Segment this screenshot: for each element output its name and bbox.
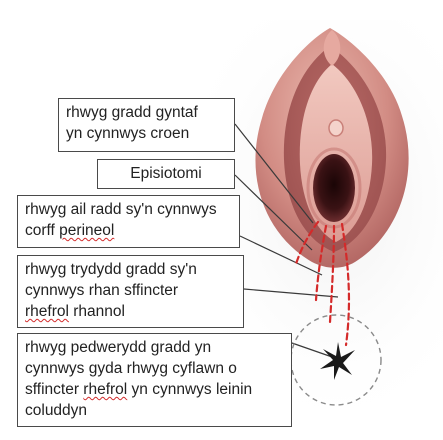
tear-line-third (328, 224, 336, 324)
second-degree-line-2-b: perineol (59, 222, 115, 239)
second-degree-line-2-a: corff (25, 222, 60, 239)
fourth-degree-line-2: cynnwys gyda rhwyg cyflawn o (25, 360, 237, 377)
label-first-degree-tear: rhwyg gradd gyntaf yn cynnwys croen (58, 98, 235, 152)
tear-line-episiotomy (294, 220, 320, 266)
leader-third-degree (243, 288, 339, 298)
leader-episiotomy (234, 174, 313, 251)
leader-lines (234, 123, 339, 359)
hood (323, 30, 341, 66)
label-second-degree-tear: rhwyg ail radd sy'n cynnwys corff perine… (17, 195, 240, 248)
fourth-degree-line-3: sffincter rhefrol yn cynnwys leinin (25, 379, 284, 400)
third-degree-line-1: rhwyg trydydd gradd sy'n (25, 261, 197, 278)
first-degree-line-2: yn cynnwys croen (66, 125, 190, 142)
anal-region-circle (290, 314, 382, 406)
anus-icon (320, 342, 355, 380)
fourth-degree-line-3-b: rhefrol (83, 381, 128, 398)
leader-fourth-degree (291, 342, 336, 359)
fourth-degree-line-4: coluddyn (25, 402, 88, 419)
vaginal-opening (313, 154, 355, 222)
label-episiotomy: Episiotomi (97, 159, 235, 189)
third-degree-line-3: rhefrol rhannol (25, 301, 236, 322)
tear-line-fourth (340, 222, 351, 347)
second-degree-line-1: rhwyg ail radd sy'n cynnwys (25, 201, 217, 218)
third-degree-line-3-a: rhefrol (25, 303, 69, 320)
first-degree-line-1: rhwyg gradd gyntaf (66, 104, 198, 121)
leader-first-degree (234, 123, 314, 224)
second-degree-line-2: corff perineol (25, 220, 232, 241)
tear-lines (294, 220, 351, 347)
episiotomy-line-1: Episiotomi (130, 165, 202, 182)
fourth-degree-line-3-c: yn cynnwys leinin (127, 381, 253, 398)
tear-line-second (314, 224, 328, 302)
label-third-degree-tear: rhwyg trydydd gradd sy'n cynnwys rhan sf… (17, 255, 244, 328)
label-fourth-degree-tear: rhwyg pedwerydd gradd yn cynnwys gyda rh… (17, 333, 292, 427)
urethral-opening (328, 119, 344, 137)
leader-second-degree (239, 235, 323, 276)
fourth-degree-line-3-a: sffincter (25, 381, 84, 398)
fourth-degree-line-1: rhwyg pedwerydd gradd yn (25, 339, 212, 356)
third-degree-line-2: cynnwys rhan sffincter (25, 282, 179, 299)
third-degree-line-3-b: rhannol (68, 303, 125, 320)
